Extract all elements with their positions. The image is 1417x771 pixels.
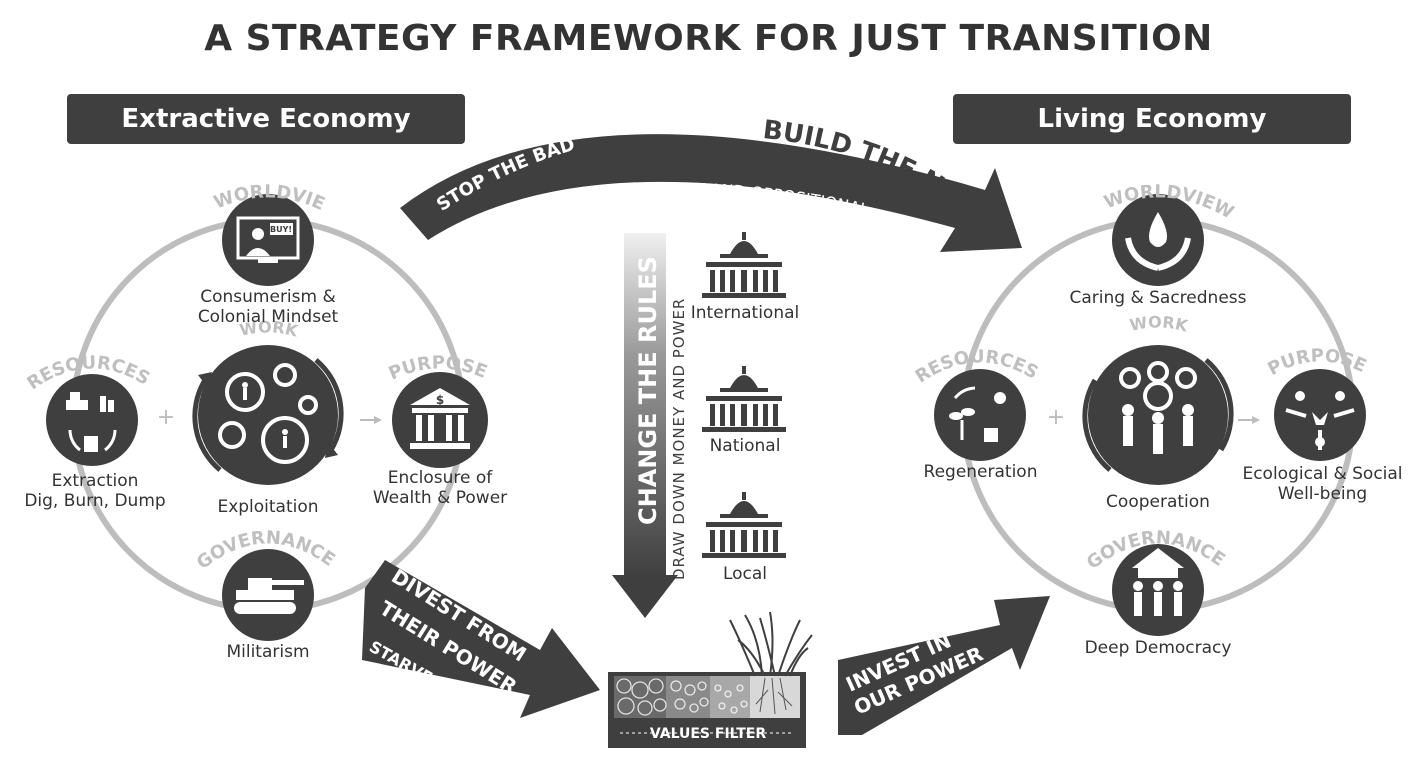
tv-buy-text: BUY! [270,225,292,234]
national-label: National [709,436,781,456]
caring-sacredness-label: Caring & Sacredness [1069,288,1247,308]
consumerism-line1: Consumerism & [200,287,336,307]
deep-democracy-label: Deep Democracy [1084,638,1232,658]
extraction-label: Extraction Dig, Burn, Dump [0,471,190,511]
change-rules-arrow [612,233,678,618]
caring-hands-icon [1112,194,1204,286]
local-capitol-icon [702,492,786,558]
consumerism-label: Consumerism & Colonial Mindset [168,287,368,327]
wellbeing-line1: Ecological & Social [1242,464,1403,484]
cooperation-label: Cooperation [1106,492,1210,512]
change-the-rules-text: CHANGE THE RULES [634,256,662,525]
cooperation-icon [1082,345,1234,485]
dollar-sign-icon: $ [436,393,444,407]
extraction-icon [46,374,138,466]
enclosure-line2: Wealth & Power [372,488,508,508]
living-work-tag: WORK [1128,312,1190,335]
regeneration-label: Regeneration [923,462,1038,482]
wellbeing-line2: Well-being [1277,484,1368,504]
living-connector-arrow [1238,416,1260,424]
wellbeing-label: Ecological & Social Well-being [1235,464,1410,504]
draw-down-text: DRAW DOWN MONEY AND POWER [670,298,688,580]
divest-arrow [362,560,600,718]
diagram-title: A STRATEGY FRAMEWORK FOR JUST TRANSITION [204,18,1213,59]
values-filter-label: VALUES FILTER [650,726,767,742]
national-capitol-icon [702,366,786,432]
exploitation-label: Exploitation [217,497,319,517]
bank-icon [392,372,488,468]
militarism-label: Militarism [226,642,310,662]
local-label: Local [722,564,768,584]
international-label: International [690,303,800,323]
extraction-line2: Dig, Burn, Dump [24,491,166,511]
extraction-line1: Extraction [51,471,139,491]
enclosure-line1: Enclosure of [387,468,493,488]
deep-democracy-icon [1112,544,1204,636]
regeneration-icon [934,369,1026,461]
living-economy-banner: Living Economy [953,94,1351,144]
international-capitol-icon [702,232,786,298]
tv-icon [222,194,314,286]
extractive-worldview-tag: WORLDVIEW [0,0,328,215]
extractive-work-tag: WORK [238,317,300,340]
enclosure-label: Enclosure of Wealth & Power [355,468,525,508]
gears-icon [192,345,344,485]
consumerism-line2: Colonial Mindset [197,307,339,327]
tank-icon [222,549,314,641]
wellbeing-icon [1274,369,1366,461]
values-filter [608,611,813,748]
invest-arrow [838,596,1050,735]
top-curved-arrow [400,134,1022,252]
extractive-economy-banner: Extractive Economy [67,94,465,144]
extractive-connector-arrow [360,416,382,424]
living-plus-sign: + [1046,405,1066,430]
extractive-plus-sign: + [156,405,176,430]
